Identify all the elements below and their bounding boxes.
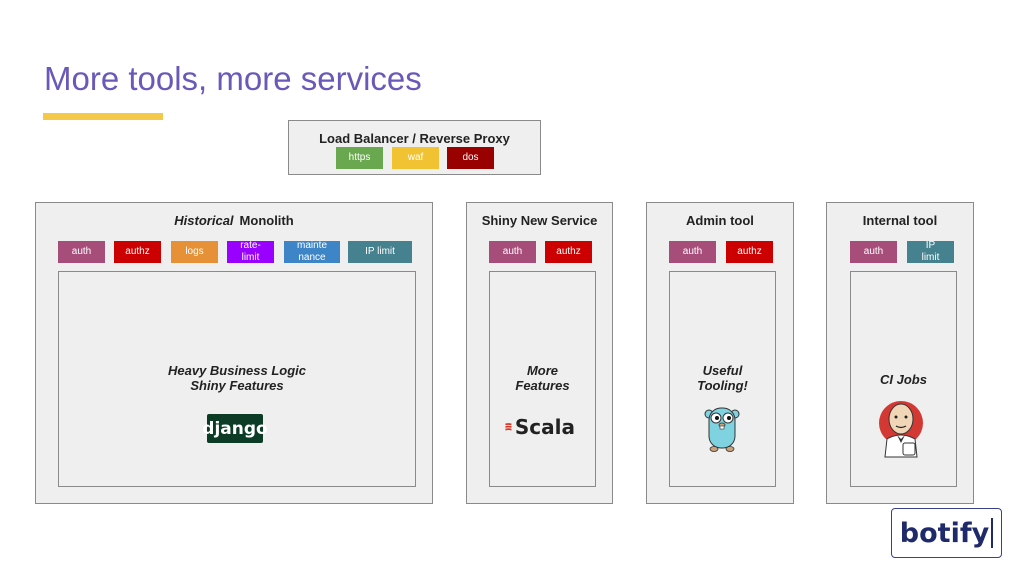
- authz-chip: authz: [114, 241, 161, 263]
- authz-chip: authz: [726, 241, 773, 263]
- go-gopher-icon: [704, 407, 740, 452]
- monolith-title-rest: Monolith: [239, 213, 294, 228]
- admin-tool-title: Admin tool: [686, 213, 754, 228]
- django-logo: django: [202, 414, 268, 443]
- jenkins-butler-icon: [879, 401, 923, 458]
- monolith-inner: Heavy Business Logic Shiny Features: [58, 271, 416, 487]
- https-chip: https: [336, 147, 383, 169]
- rate-limit-chip: rate-limit: [227, 240, 274, 263]
- dos-chip: dos: [447, 147, 494, 169]
- auth-chip: auth: [850, 241, 897, 263]
- shiny-service-body-line2: Features: [515, 378, 570, 393]
- authz-chip: authz: [545, 241, 592, 263]
- shiny-service-inner: More Features: [489, 271, 596, 487]
- ip-limit-chip: IP limit: [348, 241, 412, 263]
- waf-chip: waf: [392, 147, 439, 169]
- load-balancer-title: Load Balancer / Reverse Proxy: [319, 131, 510, 146]
- shiny-service-title: Shiny New Service: [481, 213, 598, 228]
- admin-tool-inner: Useful Tooling!: [669, 271, 776, 487]
- auth-chip: auth: [489, 241, 536, 263]
- monolith-box: Historical Monolith auth authz logs rate-…: [35, 202, 433, 504]
- monolith-title: Historical Monolith: [36, 213, 432, 228]
- admin-tool-body-line2: Tooling!: [697, 378, 748, 393]
- botify-logo-text: botify: [899, 517, 990, 549]
- shiny-service-box: Shiny New Service auth authz More Featur…: [466, 202, 613, 504]
- internal-tool-title: Internal tool: [862, 213, 938, 228]
- load-balancer-box: Load Balancer / Reverse Proxy https waf …: [288, 120, 541, 175]
- admin-tool-box: Admin tool auth authz Useful Tooling!: [646, 202, 794, 504]
- auth-chip: auth: [669, 241, 716, 263]
- botify-logo: botify: [891, 508, 1002, 558]
- shiny-service-body-line1: More: [526, 363, 559, 378]
- logs-chip: logs: [171, 241, 218, 263]
- admin-tool-body-line1: Useful: [702, 363, 743, 378]
- monolith-title-italic: Historical: [174, 213, 234, 228]
- auth-chip: auth: [58, 241, 105, 263]
- title-underline: [43, 113, 163, 120]
- monolith-body-line2: Shiny Features: [190, 378, 284, 393]
- monolith-body-line1: Heavy Business Logic: [168, 363, 306, 378]
- scala-logo-text: Scala: [514, 415, 575, 439]
- internal-tool-body-line1: CI Jobs: [880, 372, 927, 387]
- scala-icon: [505, 423, 512, 431]
- slide-title: More tools, more services: [44, 60, 422, 97]
- scala-logo: Scala: [505, 415, 575, 439]
- botify-cursor-bar: [991, 518, 994, 548]
